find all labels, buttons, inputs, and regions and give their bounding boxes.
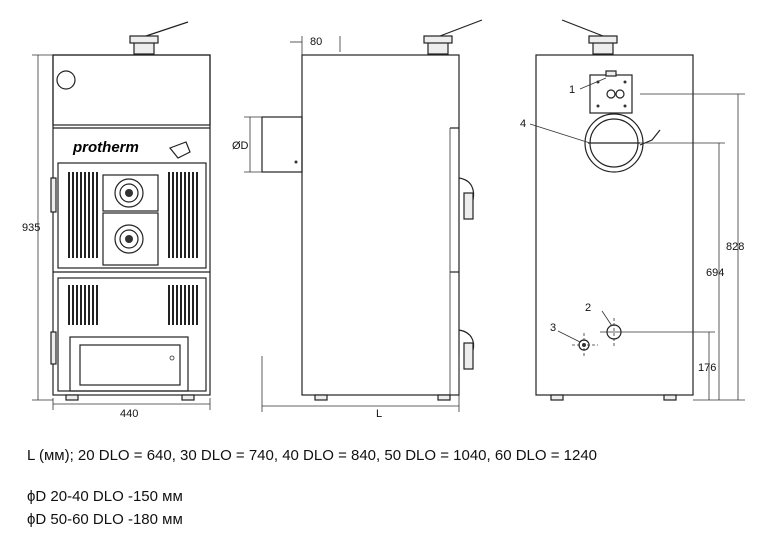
callout-1: 1 xyxy=(569,84,575,96)
offset-dimension: 80 xyxy=(310,36,322,48)
callout-2: 2 xyxy=(585,302,591,314)
diameter-note-small: ϕD 20-40 DLO -150 мм xyxy=(27,488,183,505)
side-view: 80 ØD L xyxy=(232,19,483,420)
boiler-drawing: protherm 935 440 xyxy=(22,19,745,420)
front-view: protherm 935 440 xyxy=(22,21,211,420)
callout-3: 3 xyxy=(550,322,556,334)
dim-828: 828 xyxy=(726,241,744,253)
dim-694: 694 xyxy=(706,267,724,279)
brand-logo: protherm xyxy=(72,139,139,156)
dim-176: 176 xyxy=(698,362,716,374)
height-dimension: 935 xyxy=(22,222,40,234)
width-dimension: 440 xyxy=(120,408,138,420)
diameter-note-large: ϕD 50-60 DLO -180 мм xyxy=(27,511,183,528)
diameter-dimension: ØD xyxy=(232,140,249,152)
back-view: 1 2 3 4 828 694 176 xyxy=(520,19,745,401)
callout-4: 4 xyxy=(520,118,526,130)
length-note: L (мм); 20 DLO = 640, 30 DLO = 740, 40 D… xyxy=(27,447,598,464)
length-dimension: L xyxy=(376,408,382,420)
